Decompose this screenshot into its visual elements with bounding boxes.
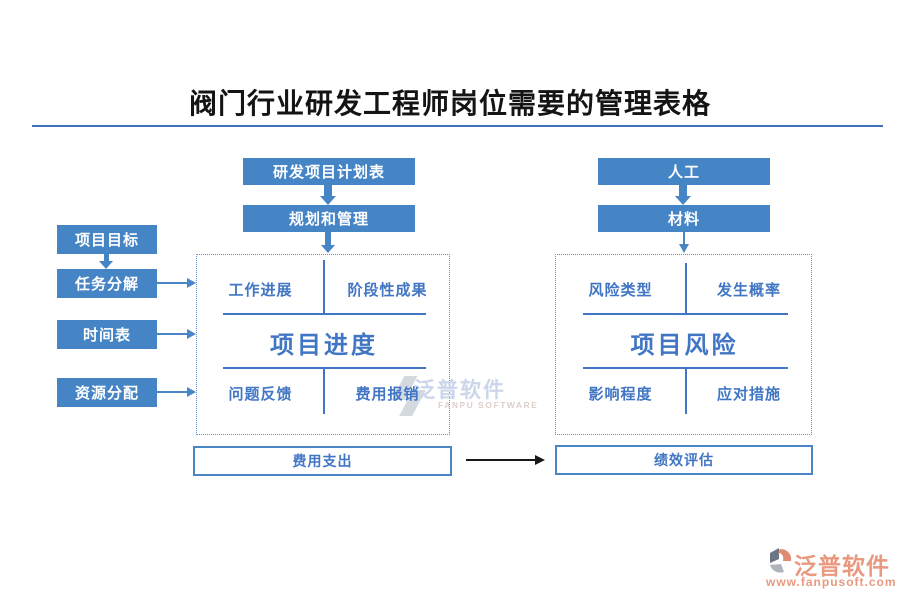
watermark: 泛普软件 FANPU SOFTWARE	[391, 372, 537, 420]
node-schedule: 时间表	[57, 320, 157, 349]
brand-logo-icon	[770, 548, 792, 573]
panel-title-risk: 项目风险	[630, 332, 739, 359]
cell-impact-degree: 影响程度	[588, 386, 653, 403]
divider-line	[583, 313, 788, 315]
node-performance-evaluation: 绩效评估	[555, 445, 813, 475]
arrow-down-icon	[679, 232, 689, 253]
divider-line	[323, 260, 325, 313]
title-underline	[32, 125, 883, 127]
node-task-breakdown: 任务分解	[57, 269, 157, 298]
divider-line	[583, 367, 788, 369]
arrow-right-black-icon	[466, 455, 545, 465]
watermark-sub-text: FANPU SOFTWARE	[438, 400, 539, 410]
brand-url-text: www.fanpusoft.com	[766, 575, 897, 589]
cell-countermeasures: 应对措施	[716, 386, 781, 403]
brand-name-text: 泛普软件	[794, 553, 890, 579]
panel-title-progress: 项目进度	[270, 332, 378, 359]
divider-line	[685, 369, 687, 414]
block-arrow-down-icon	[320, 185, 336, 205]
node-project-goal: 项目目标	[57, 225, 157, 254]
block-arrow-down-icon	[99, 254, 113, 269]
node-expense-outlay: 费用支出	[193, 446, 452, 476]
block-arrow-down-icon	[675, 185, 691, 205]
node-rd-project-plan: 研发项目计划表	[243, 158, 415, 185]
page-title: 阀门行业研发工程师岗位需要的管理表格	[188, 88, 711, 119]
arrow-right-icon	[157, 329, 196, 339]
arrow-right-icon	[157, 278, 196, 288]
cell-occurrence-probability: 发生概率	[716, 282, 781, 299]
divider-line	[223, 313, 426, 315]
panel-project-progress: 工作进展 阶段性成果 项目进度 问题反馈 费用报销	[196, 254, 450, 435]
block-arrow-down-icon	[321, 232, 335, 253]
cell-risk-type: 风险类型	[588, 282, 653, 299]
brand-footer: 泛普软件 www.fanpusoft.com	[766, 547, 897, 593]
cell-expense-claim: 费用报销	[355, 386, 420, 403]
cell-issue-feedback: 问题反馈	[228, 386, 293, 403]
node-resource-allocation: 资源分配	[57, 378, 157, 407]
divider-line	[685, 263, 687, 313]
node-planning-management: 规划和管理	[243, 205, 415, 232]
panel-project-risk: 风险类型 发生概率 项目风险 影响程度 应对措施	[555, 254, 812, 435]
cell-work-progress: 工作进展	[228, 282, 293, 299]
watermark-brand-text: 泛普软件	[414, 379, 506, 402]
cell-stage-results: 阶段性成果	[347, 282, 428, 299]
arrow-right-icon	[157, 387, 196, 397]
node-labor: 人工	[598, 158, 770, 185]
divider-line	[223, 367, 426, 369]
node-material: 材料	[598, 205, 770, 232]
divider-line	[323, 369, 325, 414]
